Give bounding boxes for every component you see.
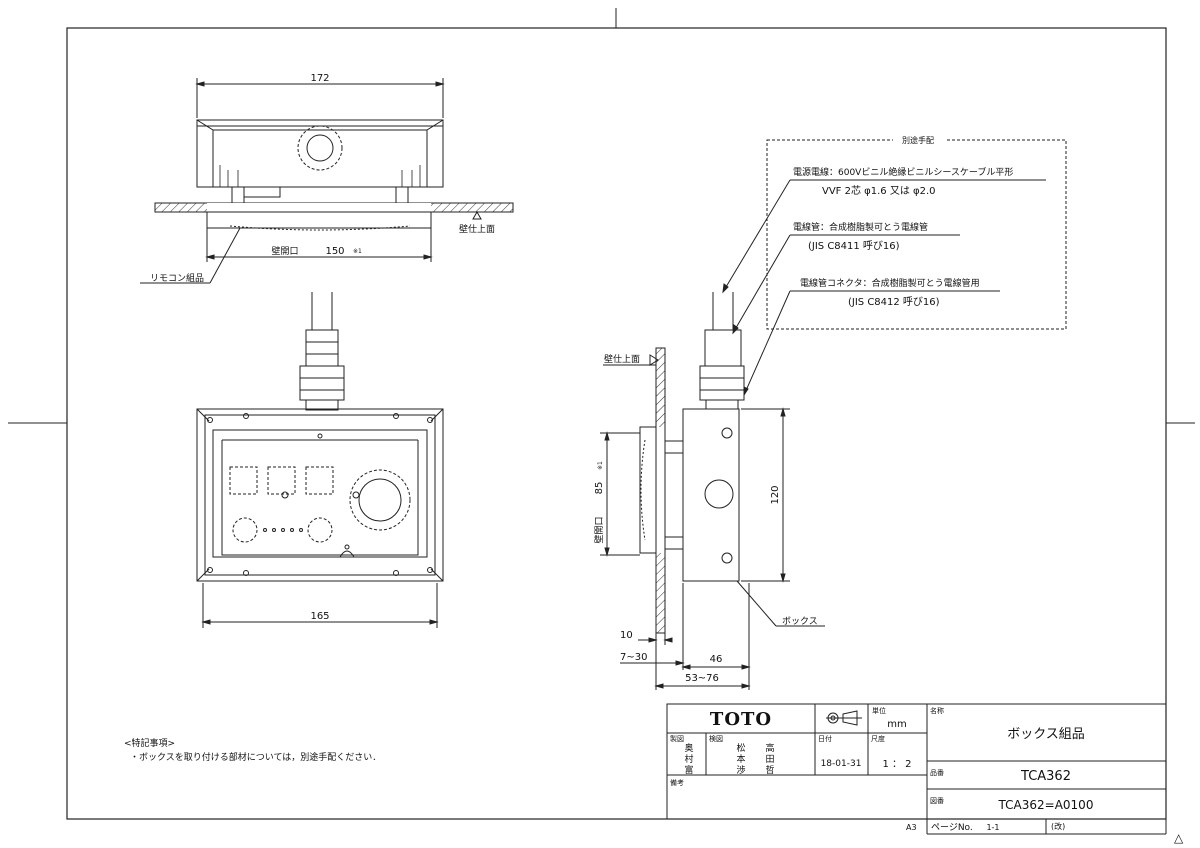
dim-offset-10: 10 [620, 630, 633, 641]
title-page-label: ページNo. [931, 823, 973, 833]
dim-side-height: 120 [770, 485, 781, 504]
corner-triangle-mark: △ [1174, 831, 1184, 845]
notes-title: <特記事項> [124, 737, 175, 749]
separate-supply-title: 別途手配 [902, 135, 934, 145]
label-power-cable-spec: VVF 2芯 φ1.6 又は φ2.0 [822, 184, 936, 197]
label-wall-finish-top: 壁仕上面 [459, 223, 495, 235]
dim-wall-opening-top-note: ※1 [353, 248, 362, 255]
title-unit: mm [887, 719, 906, 730]
dim-wall-opening-top-label: 壁開口 [271, 245, 298, 257]
title-checked-1b: 本 [736, 753, 745, 765]
title-unit-label: 単位 [872, 706, 886, 715]
title-logo: TOTO [710, 709, 772, 730]
title-part-no: TCA362 [1020, 769, 1071, 784]
top-view [140, 78, 514, 284]
title-revision: (改) [1051, 821, 1065, 831]
label-conduit: 電線管：合成樹脂製可とう電線管 [793, 221, 928, 233]
label-box: ボックス [782, 616, 818, 627]
title-scale-label: 尺度 [871, 734, 885, 743]
title-drawn-label: 製図 [670, 734, 684, 743]
dim-wall-opening-side-note: ※1 [597, 461, 604, 470]
title-checked-2a: 高 [765, 742, 774, 754]
sheet-frame [8, 8, 1195, 820]
dim-top-width: 172 [310, 73, 329, 84]
label-conduit-spec: (JIS C8411 呼び16) [808, 240, 900, 252]
dim-front-width: 165 [310, 611, 329, 622]
title-checked-1a: 松 [736, 742, 745, 754]
dim-wall-opening-side-value: 85 [594, 482, 605, 495]
label-power-cable: 電源電線：600Vビニル絶縁ビニルシースケーブル平形 [793, 166, 1013, 178]
separate-supply-title-bg [893, 134, 945, 146]
title-page: 1-1 [986, 823, 999, 832]
label-wall-finish-side: 壁仕上面 [604, 353, 640, 365]
label-conduit-connector: 電線管コネクタ：合成樹脂製可とう電線管用 [800, 277, 980, 289]
title-checked-label: 検図 [709, 734, 723, 743]
title-name-label: 名称 [930, 706, 944, 715]
title-drawing-no-label: 図番 [930, 797, 944, 805]
title-date-label: 日付 [818, 734, 832, 743]
dim-wall-opening-top-value: 150 [325, 246, 344, 257]
title-part-no-label: 品番 [930, 769, 944, 777]
title-name: ボックス組品 [1007, 727, 1085, 742]
title-drawing-no: TCA362=A0100 [998, 798, 1094, 812]
title-drawn-by-3: 富 [684, 764, 693, 776]
title-checked-2b: 田 [765, 754, 774, 765]
dim-depth-53-76: 53~76 [685, 673, 719, 684]
title-block [666, 703, 1167, 835]
title-date: 18-01-31 [821, 759, 862, 769]
label-conduit-connector-spec: (JIS C8412 呼び16) [848, 296, 940, 308]
dim-depth-46: 46 [710, 654, 723, 665]
notes-line-1: ・ボックスを取り付ける部材については，別途手配ください． [130, 751, 381, 763]
title-checked-2c: 哲 [765, 765, 774, 776]
title-drawn-by-2: 村 [684, 753, 693, 765]
label-remote-assembly: リモコン組品 [150, 272, 204, 284]
title-sheet-size: A3 [906, 823, 917, 832]
title-drawn-by-1: 奥 [684, 742, 693, 754]
title-remarks-label: 備考 [670, 778, 684, 787]
front-view [196, 292, 444, 628]
dim-wall-opening-side-label: 壁開口 [593, 516, 605, 543]
dim-offset-7-30: 7~30 [620, 652, 647, 663]
title-scale: 1 ： 2 [882, 759, 911, 770]
title-checked-1c: 渉 [736, 764, 745, 776]
side-view [600, 139, 1067, 690]
